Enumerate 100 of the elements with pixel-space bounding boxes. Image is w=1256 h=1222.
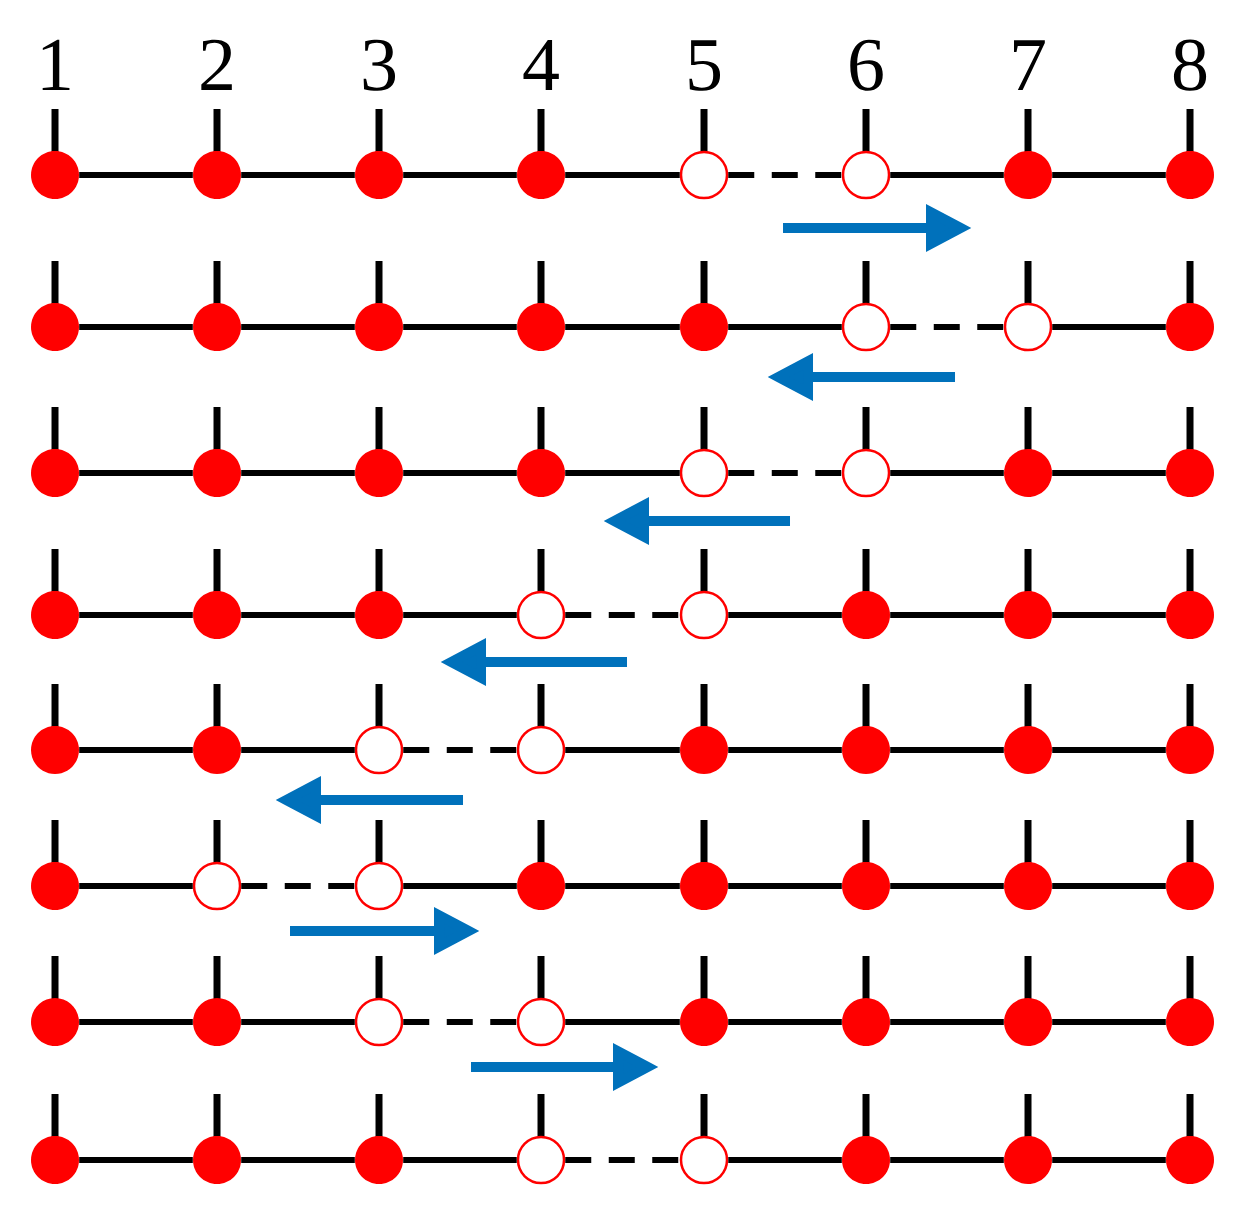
open-circle [679,590,729,640]
line [79,747,193,753]
filled-dot [1004,862,1052,910]
line [241,747,355,753]
dashed-line [403,747,517,753]
line [565,324,680,330]
open-circle [354,861,404,911]
filled-dot [31,449,79,497]
open-circle [841,448,891,498]
filled-dot [355,303,403,351]
filled-dot [680,998,728,1046]
line [403,324,517,330]
filled-dot [842,726,890,774]
line [79,883,193,889]
line [79,612,193,618]
line [890,470,1004,476]
line [728,883,842,889]
filled-dot [842,998,890,1046]
line [1052,747,1166,753]
filled-dot [193,303,241,351]
line [241,612,355,618]
filled-dot [1004,1136,1052,1184]
line [565,1019,680,1025]
line [1052,1019,1166,1025]
open-circle [516,997,566,1047]
filled-dot [842,591,890,639]
dashed-line [565,1157,680,1163]
open-circle [841,150,891,200]
filled-dot [1004,726,1052,774]
line [1052,172,1166,178]
filled-dot [193,998,241,1046]
dashed-line [890,324,1004,330]
filled-dot [1004,449,1052,497]
column-number: 4 [523,39,559,90]
dashed-line [565,612,680,618]
line [403,1157,517,1163]
filled-dot [31,862,79,910]
filled-dot [31,998,79,1046]
line [1052,324,1166,330]
column-number: 6 [850,39,883,91]
open-circle [192,861,242,911]
line [565,470,680,476]
filled-dot [680,726,728,774]
filled-dot [1166,591,1214,639]
open-circle [354,725,404,775]
filled-dot [842,1136,890,1184]
filled-dot [193,1136,241,1184]
filled-dot [31,591,79,639]
filled-dot [1004,591,1052,639]
line [79,324,193,330]
filled-dot [1004,998,1052,1046]
filled-dot [1166,726,1214,774]
filled-dot [517,303,565,351]
column-number: 1 [42,39,70,90]
open-circle [679,150,729,200]
line [728,747,842,753]
filled-dot [193,591,241,639]
line [403,883,517,889]
filled-dot [680,862,728,910]
open-circle [516,725,566,775]
line [79,1157,193,1163]
filled-dot [31,726,79,774]
filled-dot [31,303,79,351]
column-number: 7 [1014,40,1045,90]
filled-dot [1166,1136,1214,1184]
line [565,747,680,753]
open-circle [679,1135,729,1185]
filled-dot [193,726,241,774]
line [890,172,1004,178]
dashed-line [241,883,355,889]
line [241,470,355,476]
line [241,1157,355,1163]
filled-dot [31,1136,79,1184]
filled-dot [517,151,565,199]
line [241,1019,355,1025]
open-circle [679,448,729,498]
line [79,172,193,178]
line [1052,470,1166,476]
line [403,172,517,178]
filled-dot [1166,151,1214,199]
line [241,172,355,178]
filled-dot [517,449,565,497]
filled-dot [355,449,403,497]
filled-dot [517,862,565,910]
filled-dot [842,862,890,910]
line [565,172,680,178]
line [1052,612,1166,618]
line [79,1019,193,1025]
column-number: 2 [201,39,232,90]
open-circle [1003,302,1053,352]
filled-dot [1166,998,1214,1046]
dashed-line [728,172,842,178]
filled-dot [355,591,403,639]
filled-dot [355,1136,403,1184]
column-number: 5 [689,40,721,91]
open-circle [841,302,891,352]
filled-dot [31,151,79,199]
line [890,1019,1004,1025]
open-circle [354,997,404,1047]
line [403,612,517,618]
